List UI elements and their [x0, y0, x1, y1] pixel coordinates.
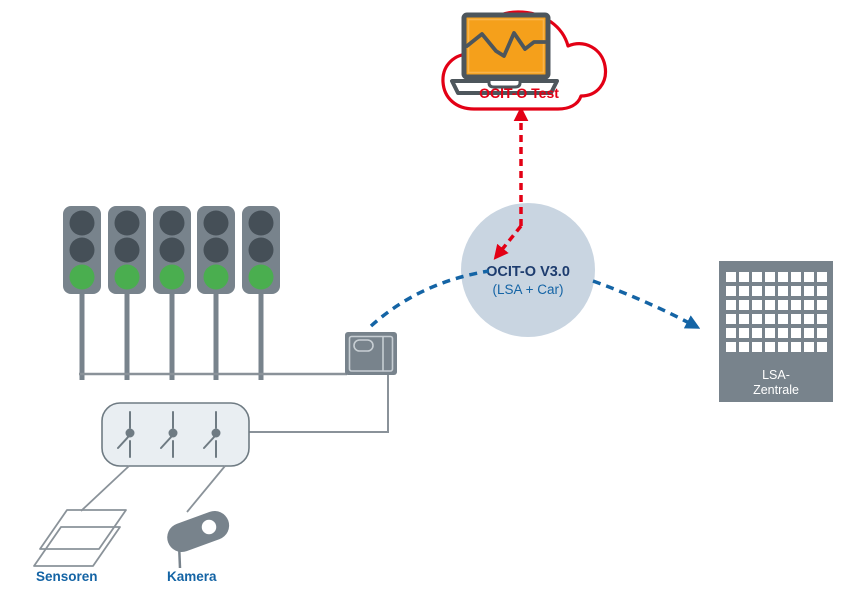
camera-wire [186, 465, 226, 513]
blue-dashed-link-controller-to-hub [369, 269, 490, 328]
hub-circle: OCIT-O V3.0 (LSA + Car) [461, 203, 595, 337]
hub-subtitle: (LSA + Car) [493, 282, 564, 297]
traffic-lights-group [63, 206, 347, 380]
traffic-light-icon [197, 206, 235, 380]
traffic-light-icon [153, 206, 191, 380]
camera-label: Kamera [167, 569, 217, 584]
office-building-icon: LSA- Zentrale [719, 261, 833, 402]
switch-panel-icon [101, 402, 250, 467]
induction-loops-icon [33, 509, 127, 567]
controller-junction-wire [249, 375, 389, 433]
traffic-light-icon [63, 206, 101, 380]
traffic-light-icon [108, 206, 146, 380]
red-dashed-arrow-into-hub [493, 224, 523, 260]
cloud-label: OCIT-O Test [479, 85, 559, 101]
sensor-wire [80, 465, 130, 512]
laptop-chart-icon [450, 12, 559, 95]
building-label-line1: LSA- [762, 368, 790, 382]
window-grid [726, 272, 827, 353]
controller-cabinet-icon [345, 332, 397, 375]
cloud-icon: OCIT-O Test [441, 10, 608, 111]
blue-dashed-arrow-hub-to-building [592, 279, 701, 329]
traffic-light-icon [242, 206, 280, 380]
building-label-line2: Zentrale [753, 383, 799, 397]
surveillance-camera-icon [167, 510, 230, 569]
sensors-label: Sensoren [36, 569, 98, 584]
hub-title: OCIT-O V3.0 [486, 264, 570, 280]
